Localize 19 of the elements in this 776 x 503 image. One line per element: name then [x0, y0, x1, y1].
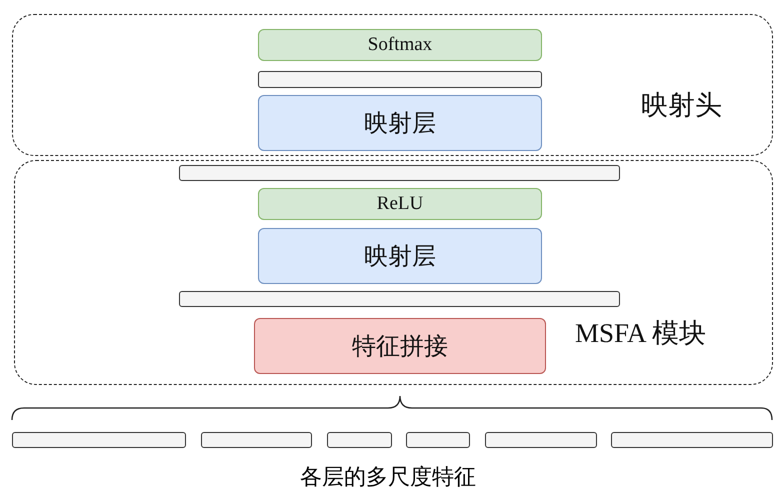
- group-title: 映射头: [641, 89, 722, 122]
- layer-box: 映射层: [258, 95, 542, 151]
- bar: [327, 432, 392, 448]
- bar: [406, 432, 470, 448]
- activation-box: ReLU: [258, 188, 542, 220]
- caption-text: 各层的多尺度特征: [299, 463, 477, 491]
- bar: [611, 432, 773, 448]
- dashed-group-frame: [14, 160, 773, 385]
- bar: [179, 165, 620, 181]
- activation-box: Softmax: [258, 29, 542, 61]
- bar: [12, 432, 186, 448]
- dashed-group-frame: [12, 14, 773, 156]
- concat-box: 特征拼接: [254, 318, 546, 374]
- bar: [258, 71, 542, 88]
- bar: [485, 432, 597, 448]
- bar: [179, 291, 620, 307]
- bar: [201, 432, 312, 448]
- layer-box: 映射层: [258, 228, 542, 284]
- group-title: MSFA 模块: [575, 317, 706, 350]
